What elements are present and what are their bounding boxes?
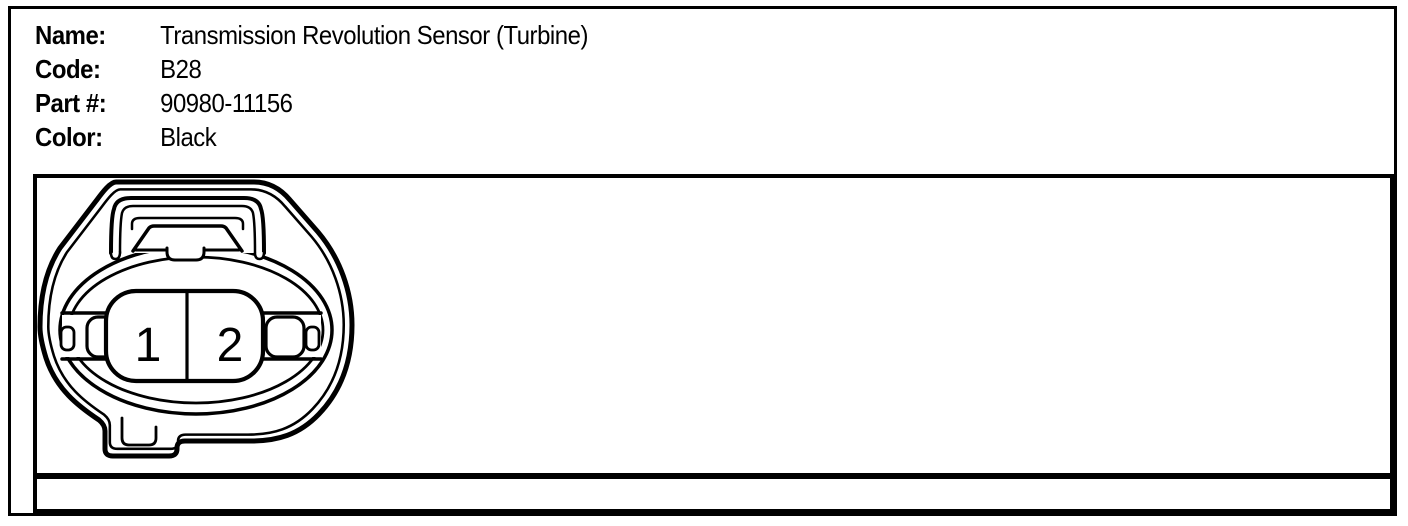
right-wing-slot xyxy=(264,315,306,359)
lock-tab-center-notch xyxy=(165,246,206,262)
connector-diagram: 1 2 xyxy=(37,179,355,459)
field-label-name: Name: xyxy=(35,20,106,50)
lock-tab-latch xyxy=(131,224,244,253)
field-value-name: Transmission Revolution Sensor (Turbine) xyxy=(160,20,588,50)
field-row-name: Name: Transmission Revolution Sensor (Tu… xyxy=(35,18,1285,52)
field-label-part-number: Part #: xyxy=(35,88,107,118)
field-value-part-number: 90980-11156 xyxy=(160,88,293,118)
field-value-color: Black xyxy=(160,122,217,152)
connector-info-header: Name: Transmission Revolution Sensor (Tu… xyxy=(35,18,1394,154)
field-label-color: Color: xyxy=(35,122,103,152)
connector-drawing-panel: 1 2 xyxy=(33,174,1394,477)
field-label-code: Code: xyxy=(35,54,101,84)
pin-1-label: 1 xyxy=(135,319,162,372)
page-frame: Name: Transmission Revolution Sensor (Tu… xyxy=(8,6,1397,516)
field-row-code: Code: B28 xyxy=(35,52,1285,86)
left-wing-tick xyxy=(59,325,76,352)
pin-2-label: 2 xyxy=(217,319,244,372)
pin-cavity-block xyxy=(103,288,266,384)
field-row-color: Color: Black xyxy=(35,120,1285,154)
lock-tab xyxy=(109,196,266,262)
housing-inner-line xyxy=(47,188,346,451)
right-wing-tick xyxy=(304,325,321,352)
bottom-key-notch xyxy=(120,416,158,447)
notes-panel xyxy=(33,475,1394,513)
field-row-part-number: Part #: 90980-11156 xyxy=(35,86,1285,120)
field-value-code: B28 xyxy=(160,54,202,84)
